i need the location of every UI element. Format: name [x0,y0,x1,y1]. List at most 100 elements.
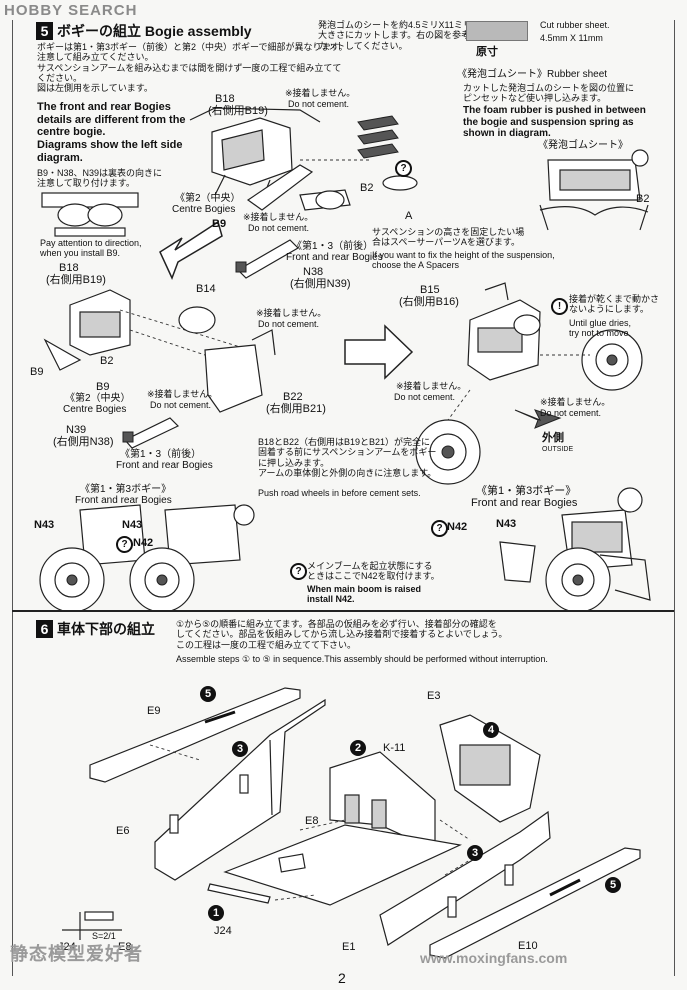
rubber-detail-drawing [539,149,649,231]
spacer-jp-line: 合はスペーサーパーツAを選びます。 [372,237,521,248]
section5-intro-en: The front and rear Bogies details are di… [37,101,186,164]
push-jp-line: B18とB22（右側用はB19とB21）が完全に [258,437,431,447]
section5-number: 5 [36,22,53,40]
intro-jp-line: 図は左側用を示しています。 [37,83,153,94]
label-e8-detail: E8 [118,941,132,953]
label-a: A [405,210,413,222]
front-rear-arm-n38 [237,239,299,279]
section6-intro-en: Assemble steps ① to ⑤ in sequence.This a… [176,654,548,664]
no-cement-jp-5: ※接着しません。 [396,381,467,391]
no-cement-jp-4: ※接着しません。 [147,389,218,399]
b9-orientation-part [41,192,139,237]
label-b15: B15 [420,284,440,296]
step-2-badge: 2 [350,740,366,756]
section6-title: 車体下部の組立 [57,621,155,637]
label-b21: (右側用B21) [266,403,326,415]
rubber-note-en: The foam rubber is pushed in between the… [463,105,646,140]
rubber-note-en-line: The foam rubber is pushed in between [463,105,646,116]
intro-en-line: The front and rear Bogies [37,101,171,113]
intro-jp-line: ボギーは第1・第3ボギー（前後）と第2（中央）ボギーで細部が異なります。 [37,42,348,52]
part-e10 [429,847,641,959]
bogie13-en-right: Front and rear Bogies [471,497,578,509]
label-b9-mid: B9 [96,381,110,393]
label-n43-left: N43 [34,519,55,531]
label-b22: B22 [283,391,303,403]
intro-jp-line: ください。 [37,73,83,84]
intro-en-line: details are different from the [37,113,186,126]
warning-icon-spacer: ? [395,160,412,177]
step-3-badge-left: 3 [232,741,248,757]
boom-note-jp: メインブームを起立状態にする ときはここでN42を取付けます。 [307,561,440,582]
section6-number: 6 [36,620,53,638]
b9-note-jp: B9・N38、N39は裏表の向きに 注意して取り付けます。 [37,168,162,189]
watermark-url: www.moxingfans.com [420,950,568,966]
intro-en-line: Diagrams show the left side [37,138,183,151]
section-divider [12,610,674,612]
intro-jp-line: 注意して組み立てください。 [37,52,154,63]
page-border-right [674,20,675,976]
spacer-en-line: If you want to fix the height of the sus… [372,250,555,260]
label-b2-rubber: B2 [636,193,650,205]
no-cement-en-1: Do not cement. [288,99,350,109]
warning-icon-n42-right: ? [431,520,448,537]
no-cement-en-5: Do not cement. [394,392,456,402]
warning-icon-glue: ! [551,298,568,315]
part-e9 [89,687,301,783]
b9-note-en-line: Pay attention to direction, [40,238,142,248]
glue-jp-line: ないようにします。 [569,304,649,315]
s6-intro-jp-line: この工程は一度の工程で組み立てて下さい。 [176,639,357,650]
section6-intro-jp: ①から⑤の順番に組み立てます。各部品の仮組みを必ず行い、接着部分の確認を してく… [176,619,507,650]
outside-jp: 外側 [542,432,564,444]
rubber-sheets-stack [357,115,399,159]
b9-note-jp-line: 注意して取り付けます。 [37,178,135,189]
step-4-badge: 4 [483,722,499,738]
push-jp-line: に押し込みます。 [258,457,330,468]
part-e8 [223,824,462,906]
rubber-jp-line: 大きさにカットします。右の図を参考に [318,30,480,41]
label-b16: (右側用B16) [399,296,459,308]
no-cement-en-3: Do not cement. [258,319,320,329]
page-number: 2 [338,970,346,986]
glue-jp-line: 接着が乾くまで動かさ [569,294,660,304]
arrow-down-left [159,220,223,280]
bogie-assembly-drawing [39,107,651,610]
warning-icon-boom: ? [290,563,307,580]
label-n39b: N39 [66,424,87,436]
step-1-badge: 1 [208,905,224,921]
boom-en-line: When main boom is raised [307,584,422,594]
part-j24-detail [62,911,122,940]
s6-intro-jp-line: ①から⑤の順番に組み立てます。各部品の仮組みを必ず行い、接着部分の確認を [176,619,497,629]
bogie-assembly-middle [43,289,276,449]
centre-bogies-en-2: Centre Bogies [63,404,127,415]
rubber-note-en-line: the bogie and suspension spring as [463,116,634,128]
front-rear-bogies-left-pair [39,504,255,610]
label-b9-mid-left: B9 [30,366,44,378]
glue-en-line: Until glue dries, [569,318,632,328]
centre-bogies-jp-1: 《第2（中央） [175,193,241,204]
front-rear-bogie-right [499,487,651,610]
swatch-label-line: Cut rubber sheet. [540,20,610,30]
step-5-badge-top: 5 [200,686,216,702]
label-n38b: (右側用N38) [53,436,114,448]
label-e8: E8 [305,815,319,827]
label-b19-mid: (右側用B19) [46,274,106,286]
front-rear-jp-1: 《第1・3（前後） [292,241,374,252]
warning-icon-n42-left: ? [116,536,133,553]
step-3-badge-right: 3 [467,845,483,861]
no-cement-jp-2: ※接着しません。 [243,212,314,222]
intro-en-line: centre bogie. [37,126,106,139]
boom-en-line: install N42. [307,594,355,605]
rubber-instruction-jp: 発泡ゴムのシートを約4.5ミリX11ミリの 大きさにカットします。右の図を参考に… [318,20,481,51]
rubber-sheet-title: 《発泡ゴムシート》Rubber sheet [457,69,608,80]
page-border-left [12,20,13,976]
bogie-with-wheels-right [415,282,643,485]
intro-en-line: diagram. [37,151,83,164]
label-n42-right: N42 [447,521,468,533]
centre-bogies-en-1: Centre Bogies [172,204,236,215]
label-e10: E10 [518,940,538,952]
label-n43-right: N43 [496,518,517,530]
rubber-sheet-swatch [466,21,528,41]
spacer-note-jp: サスペンションの高さを固定したい場 合はスペーサーパーツAを選びます。 [372,227,524,248]
